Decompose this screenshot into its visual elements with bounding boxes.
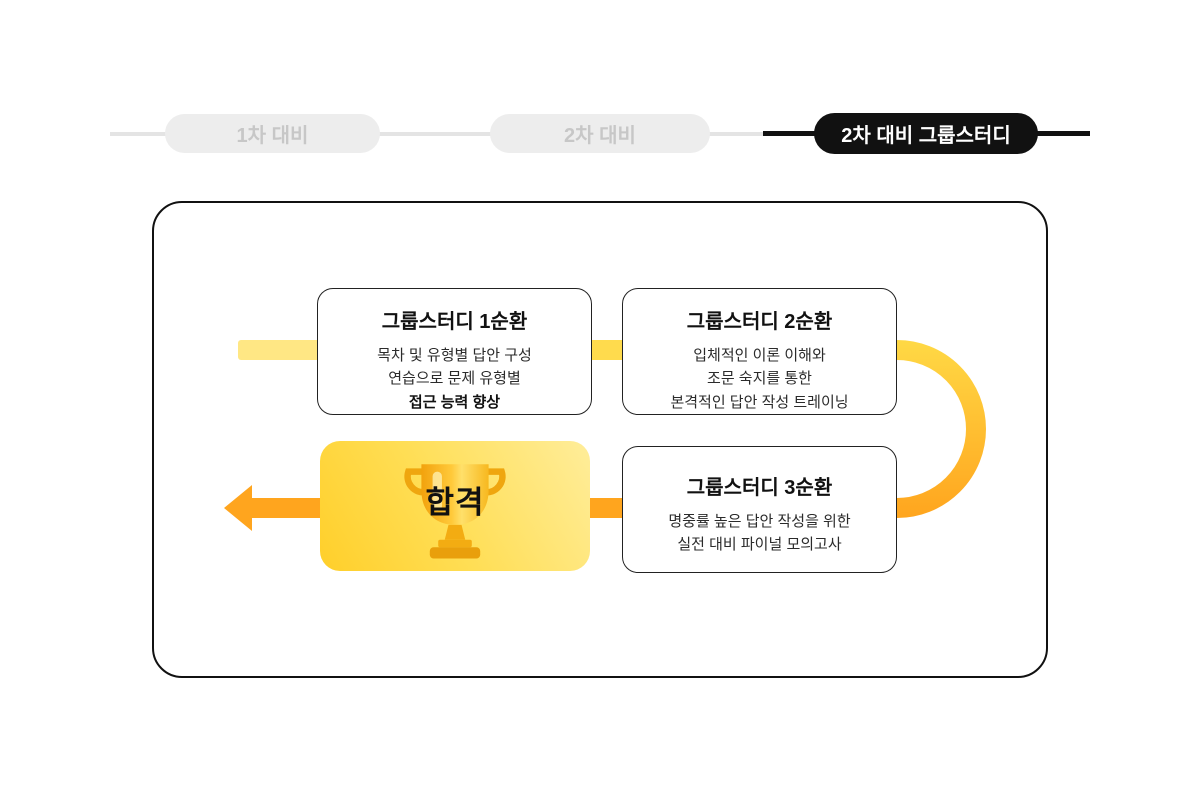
flow-box-cycle2: 그룹스터디 2순환 입체적인 이론 이해와 조문 숙지를 통한 본격적인 답안 … <box>622 288 897 415</box>
body-line: 본격적인 답안 작성 트레이닝 <box>670 393 849 411</box>
step-label: 2차 대비 그룹스터디 <box>841 125 1011 147</box>
step-pill-2nd-prep-groupstudy[interactable]: 2차 대비 그룹스터디 <box>814 113 1038 154</box>
body-line: 연습으로 문제 유형별 <box>388 370 521 388</box>
step-label: 2차 대비 <box>564 125 636 147</box>
flow-arrows-icon <box>224 340 986 531</box>
body-line: 실전 대비 파이널 모의고사 <box>677 536 842 554</box>
body-line-bold: 접근 능력 향상 <box>408 393 501 411</box>
flow-box-body: 입체적인 이론 이해와 조문 숙지를 통한 본격적인 답안 작성 트레이닝 <box>670 344 848 414</box>
flow-box-title: 그룹스터디 3순환 <box>686 477 833 499</box>
progress-stepper: 1차 대비 2차 대비 2차 대비 그룹스터디 <box>0 0 1200 170</box>
stepper-track-inactive <box>110 132 770 136</box>
result-box: 합격 <box>320 441 590 571</box>
result-label: 합격 <box>425 485 485 520</box>
body-line: 조문 숙지를 통한 <box>707 370 812 388</box>
body-line: 명중률 높은 답안 작성을 위한 <box>668 513 851 530</box>
step-pill-2nd-prep[interactable]: 2차 대비 <box>490 114 710 153</box>
trophy-icon <box>399 453 511 570</box>
flow-box-body: 명중률 높은 답안 작성을 위한 실전 대비 파이널 모의고사 <box>668 510 850 557</box>
flow-box-body: 목차 및 유형별 답안 구성 연습으로 문제 유형별 접근 능력 향상 <box>377 344 532 414</box>
body-line: 목차 및 유형별 답안 구성 <box>377 347 532 364</box>
step-label: 1차 대비 <box>236 125 309 147</box>
flow-box-cycle1: 그룹스터디 1순환 목차 및 유형별 답안 구성 연습으로 문제 유형별 접근 … <box>317 288 592 415</box>
body-line: 입체적인 이론 이해와 <box>693 347 826 364</box>
flow-box-title: 그룹스터디 1순환 <box>381 311 528 333</box>
flow-card: 그룹스터디 1순환 목차 및 유형별 답안 구성 연습으로 문제 유형별 접근 … <box>152 201 1048 678</box>
flow-box-title: 그룹스터디 2순환 <box>686 311 833 333</box>
step-pill-1st-prep[interactable]: 1차 대비 <box>165 114 380 153</box>
flow-box-cycle3: 그룹스터디 3순환 명중률 높은 답안 작성을 위한 실전 대비 파이널 모의고… <box>622 446 897 573</box>
